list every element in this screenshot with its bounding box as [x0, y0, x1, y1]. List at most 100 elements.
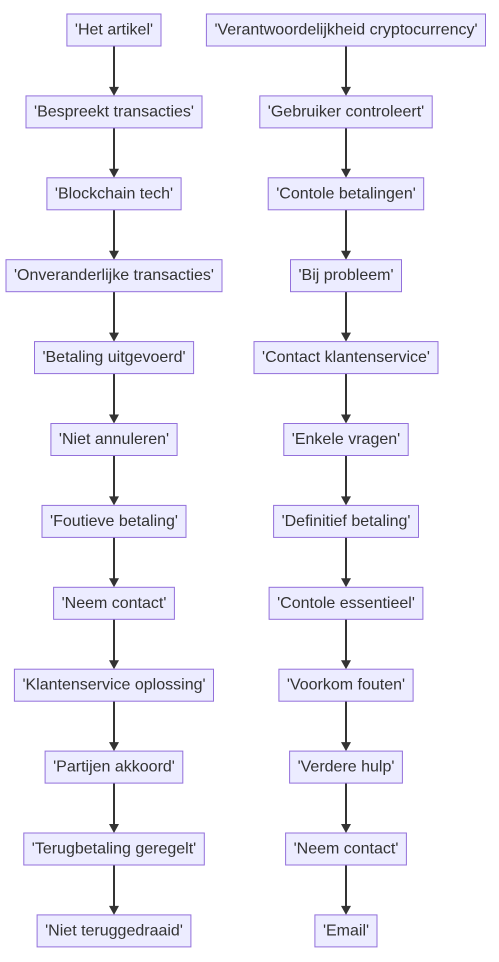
flow-node: 'Neem contact'	[53, 586, 175, 620]
node-label: 'Bespreekt transacties'	[34, 103, 194, 120]
flow-arrow	[109, 291, 119, 342]
flow-arrow	[341, 46, 351, 96]
flow-arrow	[109, 701, 119, 752]
arrow-head	[341, 414, 351, 424]
flow-node: 'Onveranderlijke transacties'	[5, 259, 223, 293]
flow-node: 'Contact klantenservice'	[253, 341, 439, 375]
flow-node: 'Niet teruggedraaid'	[36, 914, 192, 948]
flow-node: 'Bij probleem'	[290, 259, 402, 293]
flow-node: 'Foutieve betaling'	[41, 504, 187, 538]
node-box	[66, 13, 162, 47]
flow-node: 'Verdere hulp'	[289, 750, 403, 784]
arrow-head	[109, 742, 119, 752]
node-label: 'Enkele vragen'	[292, 431, 400, 448]
arrow-head	[109, 414, 119, 424]
node-box	[268, 586, 424, 620]
flowchart-nodes: 'Het artikel''Bespreekt transacties''Blo…	[5, 13, 486, 948]
flow-node: 'Voorkom fouten'	[278, 668, 414, 702]
flow-arrow	[341, 701, 351, 752]
node-box	[41, 504, 187, 538]
flow-node: 'Contole betalingen'	[267, 177, 425, 211]
flow-node: 'Email'	[314, 914, 378, 948]
flow-arrow	[341, 537, 351, 588]
flow-node: 'Niet annuleren'	[50, 423, 178, 456]
node-label: 'Verdere hulp'	[298, 759, 395, 776]
flow-arrow	[109, 865, 119, 915]
flow-arrow	[109, 783, 119, 833]
node-label: 'Email'	[323, 922, 369, 939]
flow-node: 'Contole essentieel'	[268, 586, 424, 620]
arrow-head	[341, 168, 351, 178]
flow-arrow	[109, 537, 119, 588]
flow-arrow	[341, 455, 351, 506]
flow-node: 'Gebruiker controleert'	[259, 95, 433, 129]
node-label: 'Klantenservice oplossing'	[22, 677, 205, 694]
flow-arrow	[109, 46, 119, 96]
node-box	[267, 177, 425, 211]
arrow-head	[109, 250, 119, 260]
flow-arrow	[109, 127, 119, 178]
flow-node: 'Klantenservice oplossing'	[13, 668, 215, 702]
node-label: 'Definitief betaling'	[282, 513, 411, 530]
node-box	[285, 832, 407, 866]
node-label: 'Contole essentieel'	[277, 595, 415, 612]
arrow-head	[109, 824, 119, 833]
node-label: 'Contact klantenservice'	[262, 349, 430, 366]
arrow-head	[109, 86, 119, 96]
node-label: 'Blockchain tech'	[55, 185, 173, 202]
arrow-head	[341, 332, 351, 342]
flow-arrow	[341, 127, 351, 178]
flow-node: 'Enkele vragen'	[283, 423, 409, 456]
node-label: 'Verantwoordelijkheid cryptocurrency'	[214, 22, 477, 39]
node-label: 'Bij probleem'	[298, 267, 393, 284]
arrow-head	[341, 824, 351, 833]
node-label: 'Terugbetaling geregelt'	[32, 841, 196, 858]
flow-node: 'Bespreekt transacties'	[25, 95, 203, 129]
flowchart-edges	[109, 46, 351, 915]
node-label: 'Onveranderlijke transacties'	[14, 267, 214, 284]
arrow-head	[341, 905, 351, 915]
arrow-head	[109, 905, 119, 915]
arrow-head	[341, 250, 351, 260]
node-label: 'Voorkom fouten'	[287, 677, 405, 694]
arrow-head	[109, 578, 119, 588]
node-box	[50, 423, 178, 456]
node-box	[283, 423, 409, 456]
node-box	[23, 832, 205, 866]
flow-arrow	[341, 373, 351, 424]
node-box	[259, 95, 433, 129]
flow-node: 'Partijen akkoord'	[44, 750, 184, 784]
node-label: 'Neem contact'	[294, 841, 399, 858]
flow-arrow	[341, 619, 351, 670]
node-box	[53, 586, 175, 620]
arrow-head	[341, 496, 351, 506]
node-box	[36, 914, 192, 948]
node-label: 'Niet annuleren'	[59, 431, 169, 448]
node-box	[314, 914, 378, 948]
node-box	[205, 13, 486, 47]
flow-arrow	[341, 865, 351, 915]
arrow-head	[109, 332, 119, 342]
node-box	[25, 95, 203, 129]
node-box	[253, 341, 439, 375]
node-box	[289, 750, 403, 784]
arrow-head	[341, 660, 351, 670]
flow-node: 'Blockchain tech'	[46, 177, 182, 211]
node-label: 'Partijen akkoord'	[53, 759, 175, 776]
node-label: 'Neem contact'	[62, 595, 167, 612]
node-label: 'Betaling uitgevoerd'	[42, 349, 185, 366]
flow-node: 'Terugbetaling geregelt'	[23, 832, 205, 866]
node-box	[273, 504, 419, 538]
flow-node: 'Definitief betaling'	[273, 504, 419, 538]
flow-node: 'Verantwoordelijkheid cryptocurrency'	[205, 13, 486, 47]
node-box	[13, 668, 215, 702]
flow-node: 'Betaling uitgevoerd'	[34, 341, 195, 375]
node-box	[46, 177, 182, 211]
flow-arrow	[109, 209, 119, 260]
flow-arrow	[341, 783, 351, 833]
arrow-head	[109, 168, 119, 178]
arrow-head	[341, 86, 351, 96]
node-box	[5, 259, 223, 293]
node-label: 'Contole betalingen'	[276, 185, 416, 202]
